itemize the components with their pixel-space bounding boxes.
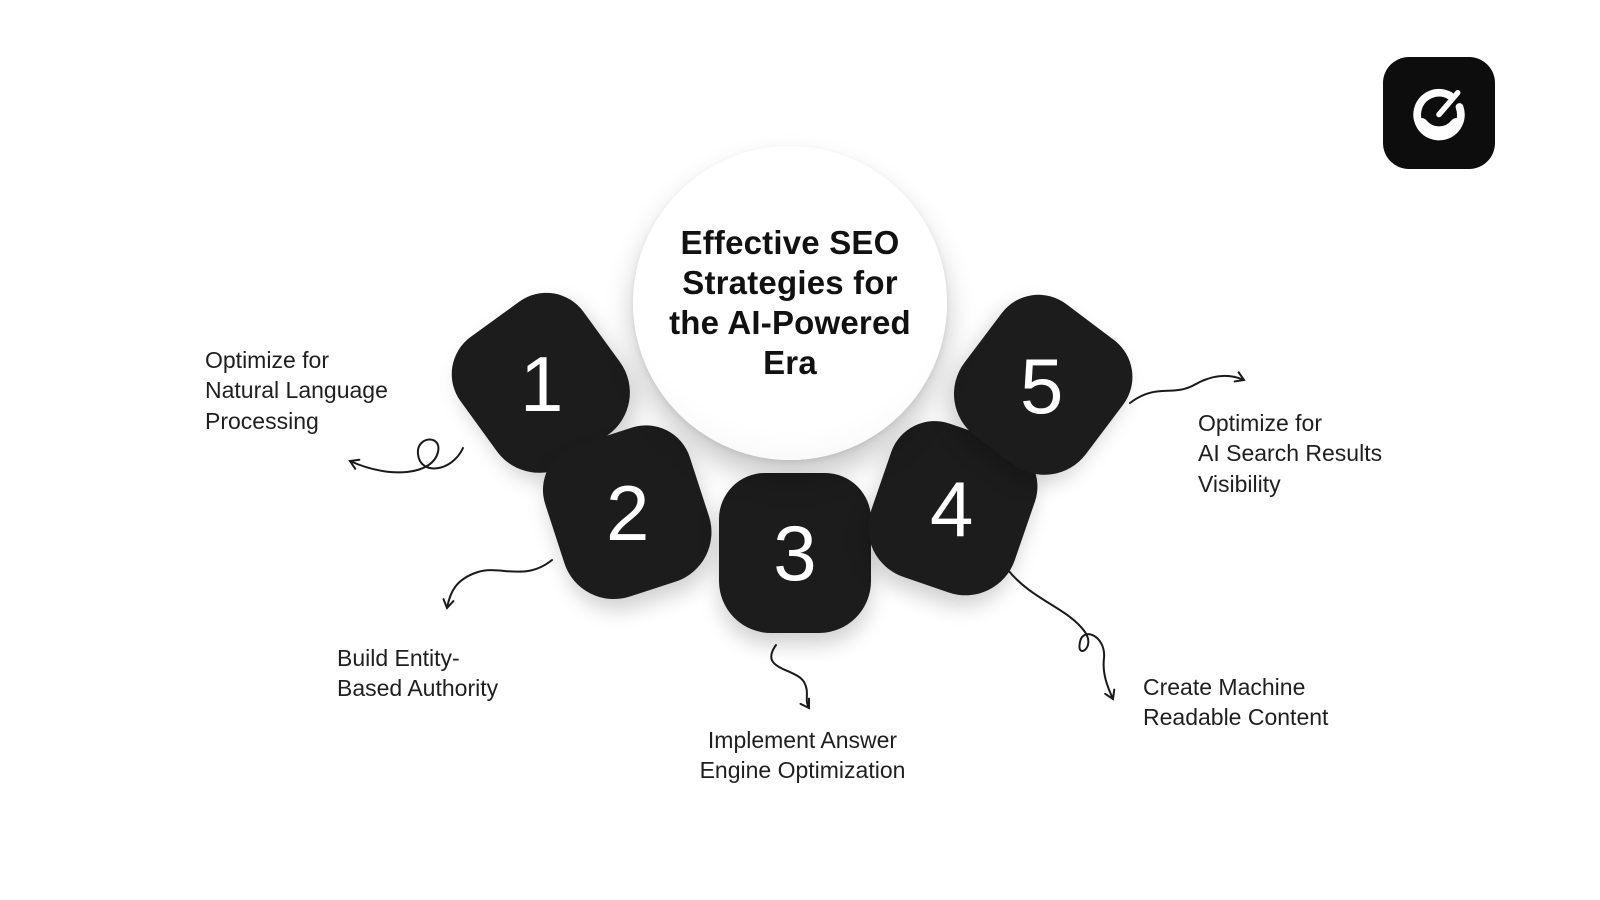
curved-arrow-2 [442, 559, 553, 610]
step-number-2: 2 [606, 469, 650, 558]
step-number-3: 3 [773, 509, 817, 597]
curved-arrow-5 [1129, 371, 1246, 404]
curved-arrow-1 [348, 438, 464, 474]
step-number-1: 1 [520, 340, 564, 429]
step-number-5: 5 [1020, 341, 1064, 430]
center-circle: Effective SEO Strategies for the AI-Powe… [633, 146, 947, 460]
step-label-1: Optimize for Natural Language Processing [205, 347, 388, 434]
step-number-4: 4 [930, 464, 974, 553]
curved-arrow-3 [770, 644, 811, 710]
logo-badge [1383, 57, 1495, 169]
infographic-title: Effective SEO Strategies for the AI-Powe… [669, 223, 911, 382]
step-label-4: Create Machine Readable Content [1143, 674, 1329, 731]
curved-arrow-4 [1007, 569, 1116, 701]
step-label-2: Build Entity- Based Authority [337, 645, 499, 702]
step-petal-3: 3 [719, 473, 871, 633]
step-label-3: Implement Answer Engine Optimization [699, 727, 906, 784]
step-label-5: Optimize for AI Search Results Visibilit… [1198, 410, 1383, 497]
gauge-logo-icon [1413, 88, 1465, 141]
